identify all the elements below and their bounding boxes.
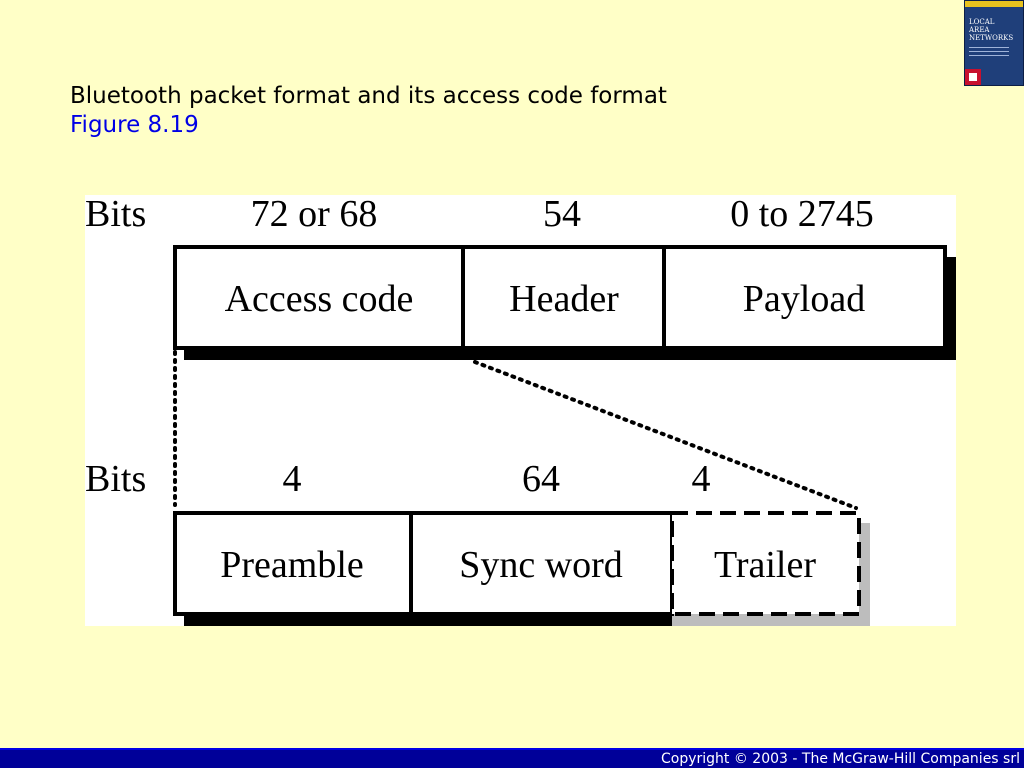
publisher-logo-icon	[965, 69, 981, 85]
header-field: Header	[509, 278, 619, 320]
preamble-field: Preamble	[220, 544, 364, 586]
book-cover-band	[965, 1, 1023, 7]
sync-word-field: Sync word	[459, 544, 623, 586]
packet-row-frame	[173, 245, 947, 350]
access-code-field: Access code	[225, 278, 414, 320]
trailer-bits: 4	[692, 458, 711, 500]
payload-field: Payload	[743, 278, 865, 320]
preamble-bits: 4	[283, 458, 302, 500]
access-code-row-frame	[173, 511, 674, 616]
slide-title: Bluetooth packet format and its access c…	[70, 82, 667, 140]
packet-bits-label: Bits	[85, 195, 146, 235]
packet-format-diagram: Bits 72 or 68 54 0 to 2745 Access code H…	[85, 195, 956, 626]
footer-bar: Copyright © 2003 - The McGraw-Hill Compa…	[0, 748, 1024, 768]
trailer-field: Trailer	[714, 544, 816, 586]
access-code-bits: 72 or 68	[251, 195, 378, 235]
slide-heading: Bluetooth packet format and its access c…	[70, 83, 667, 109]
access-code-bits-label: Bits	[85, 458, 146, 500]
book-cover-thumbnail: LOCAL AREA NETWORKS	[964, 0, 1024, 86]
copyright-text: Copyright © 2003 - The McGraw-Hill Compa…	[661, 751, 1020, 767]
book-cover-title: LOCAL AREA NETWORKS	[969, 18, 1014, 42]
book-cover-line	[969, 51, 1009, 52]
header-bits: 54	[543, 195, 581, 235]
figure-label: Figure 8.19	[70, 112, 199, 138]
book-cover-line	[969, 55, 1009, 56]
trailer-box-dashed	[670, 511, 861, 616]
sync-word-bits: 64	[522, 458, 560, 500]
book-cover-line	[969, 47, 1009, 48]
payload-bits: 0 to 2745	[730, 195, 874, 235]
